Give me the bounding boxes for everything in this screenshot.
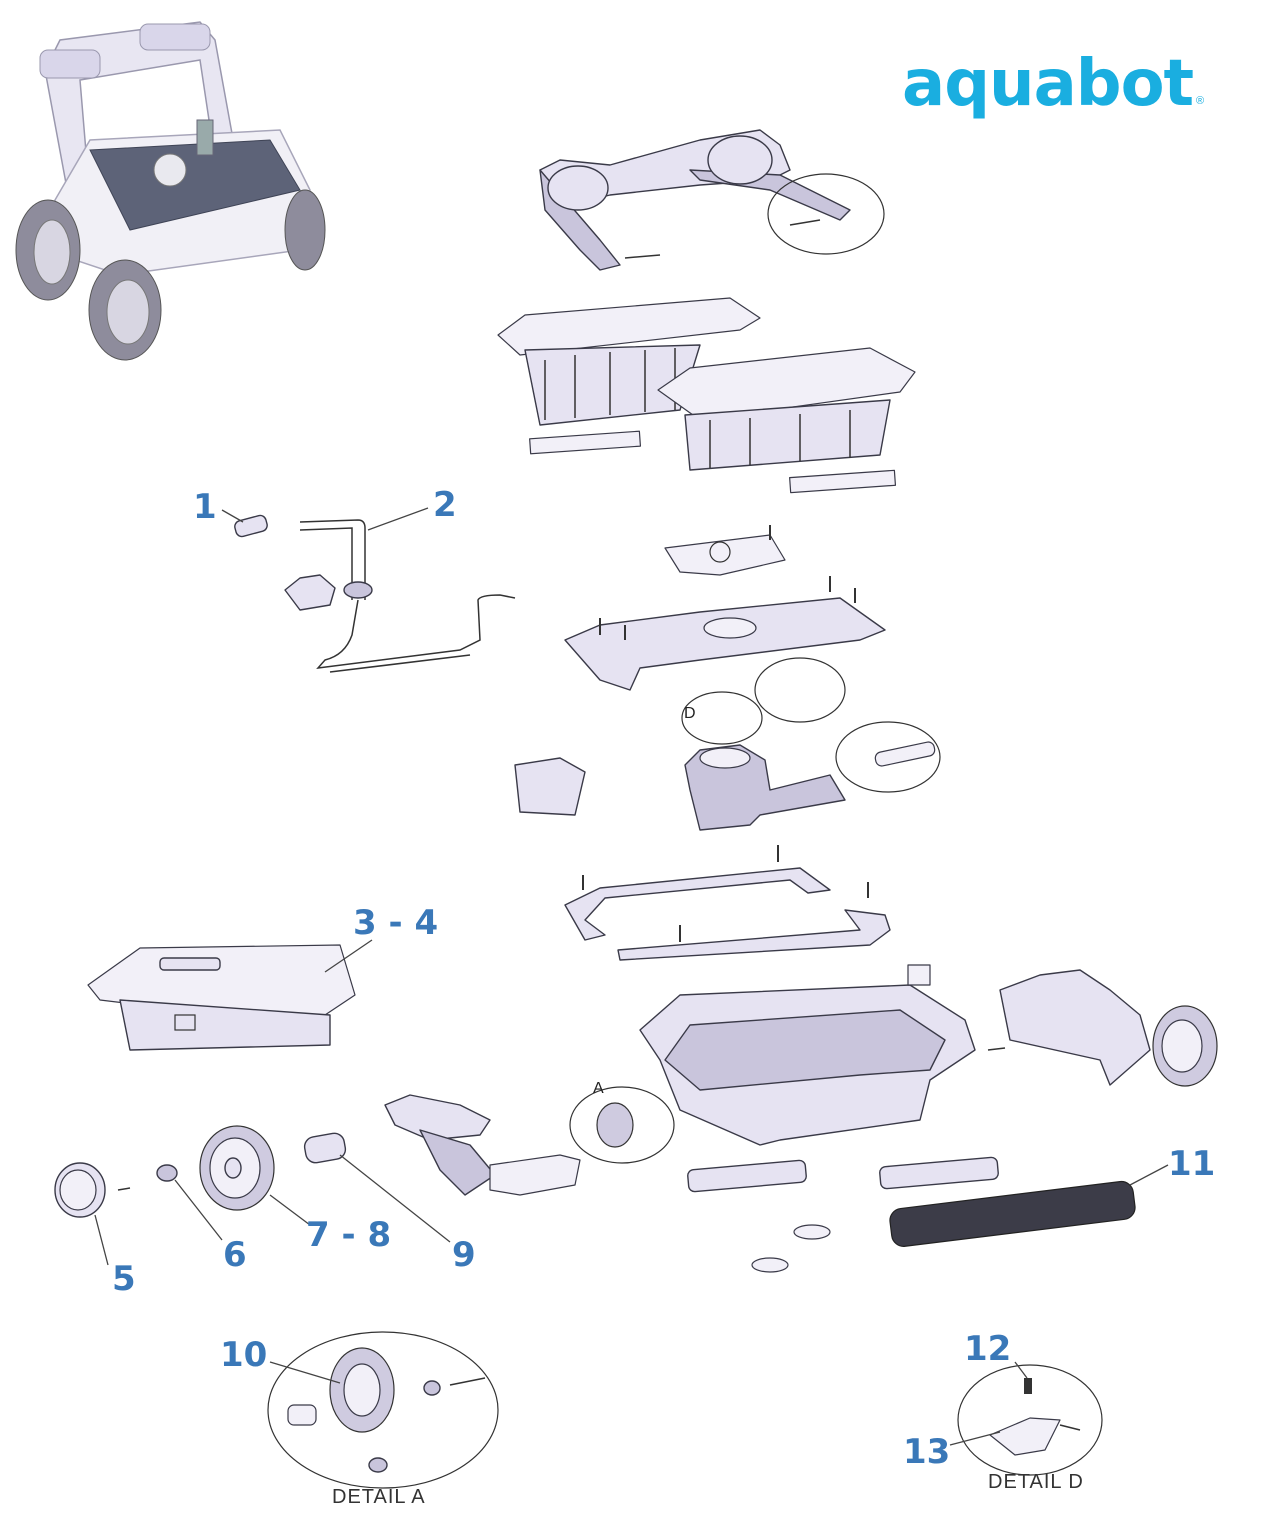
detail-a-label: DETAIL A — [332, 1486, 426, 1508]
brush-skids — [687, 1156, 1136, 1273]
callout-10: 10 — [220, 1335, 267, 1375]
logo-registered-mark: ® — [1196, 95, 1204, 107]
callout-1: 1 — [193, 487, 217, 527]
side-frame: A — [384, 1080, 675, 1196]
tube-assembly — [234, 514, 516, 673]
callout-9: 9 — [452, 1235, 476, 1275]
callout-6: 6 — [223, 1235, 247, 1275]
detail-d: DETAIL D — [957, 1364, 1103, 1493]
logo-wordmark: aquabot — [902, 47, 1194, 121]
filter-baskets — [497, 297, 916, 494]
callout-3-4: 3 - 4 — [353, 903, 438, 943]
callout-11: 11 — [1168, 1144, 1215, 1184]
leader-lines — [94, 507, 1169, 1446]
callout-13: 13 — [903, 1432, 950, 1472]
aquabot-logo: aquabot ® — [902, 47, 1204, 121]
chassis-body — [639, 964, 1218, 1146]
detail-a: DETAIL A — [267, 1331, 499, 1508]
detail-d-label: DETAIL D — [988, 1471, 1084, 1493]
power-supply — [87, 944, 356, 1051]
callout-12: 12 — [964, 1329, 1011, 1369]
callout-5: 5 — [112, 1259, 136, 1299]
wheel-parts — [54, 1125, 347, 1218]
robot-cleaner-photo — [15, 21, 326, 361]
top-cover-motor: D — [514, 525, 941, 831]
callout-labels: 1 2 3 - 4 5 6 7 - 8 9 11 10 12 13 — [112, 485, 1215, 1472]
frame-assembly — [564, 845, 891, 961]
callout-7-8: 7 - 8 — [306, 1215, 391, 1255]
detail-d-marker: D — [684, 705, 696, 722]
callout-2: 2 — [433, 485, 457, 525]
detail-a-marker: A — [593, 1080, 604, 1097]
handle-assembly — [539, 129, 885, 271]
